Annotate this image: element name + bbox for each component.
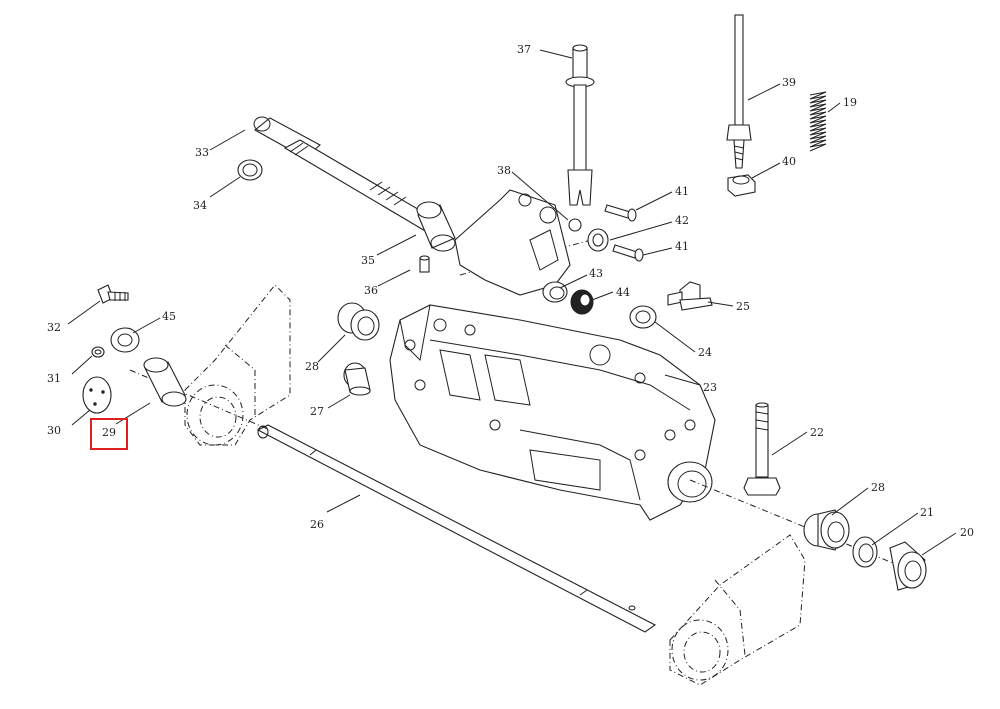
part-40-nut [727,174,756,197]
label-26: 26 [310,518,324,531]
part-44-gear [570,289,594,315]
label-20: 20 [960,526,974,539]
highlight-box [90,418,128,450]
label-33: 33 [195,146,209,159]
part-41-pin-lower [612,244,644,262]
label-34: 34 [193,199,207,212]
part-30-plate [82,376,112,414]
part-27-bushing [343,362,371,396]
part-28-bushing-right [803,509,850,551]
label-32: 32 [47,321,61,334]
leader-lines [67,49,957,556]
part-28-bushing-left [337,302,380,341]
label-31: 31 [47,372,61,385]
label-39: 39 [782,76,796,89]
label-28-left: 28 [305,360,319,373]
part-26-shaft [256,424,657,633]
label-38: 38 [497,164,511,177]
part-41-pin-upper [604,204,637,222]
right-arm-phantom [669,534,806,686]
part-36-pin [419,255,430,273]
label-42: 42 [675,214,689,227]
label-36: 36 [364,284,378,297]
label-29: 29 [102,426,116,439]
part-32-bolt [97,284,129,304]
part-45-washer [110,327,140,353]
part-labels: 19 20 21 22 23 24 25 26 27 28 28 29 30 3… [47,43,974,539]
part-21-ring [852,536,878,568]
label-43: 43 [589,267,603,280]
label-28-right: 28 [871,481,885,494]
part-35-bushing [416,201,456,252]
label-45: 45 [162,310,176,323]
part-39-long-bolt [726,14,752,169]
part-22-bolt [743,402,781,496]
label-40: 40 [782,155,796,168]
label-21: 21 [920,506,934,519]
part-34-washer [237,159,263,181]
part-33-rod [253,116,446,236]
part-23-housing [389,304,716,521]
label-41-lower: 41 [675,240,689,253]
left-arm-phantom [184,284,291,446]
label-37: 37 [517,43,531,56]
part-29-bushing [143,357,187,407]
label-19: 19 [843,96,857,109]
part-24-washer [629,305,657,329]
part-37-fork [565,44,595,206]
label-35: 35 [361,254,375,267]
part-20-cap [889,541,927,591]
label-23: 23 [703,381,717,394]
part-19-spring [809,91,827,152]
label-30: 30 [47,424,61,437]
label-24: 24 [698,346,712,359]
label-44: 44 [616,286,630,299]
label-27: 27 [310,405,324,418]
label-41-upper: 41 [675,185,689,198]
part-25-flange-bolt [667,281,713,311]
label-22: 22 [810,426,824,439]
part-31-clip [91,346,105,358]
part-42-bush [587,228,609,252]
label-25: 25 [736,300,750,313]
part-38-lever-bracket [454,189,582,303]
